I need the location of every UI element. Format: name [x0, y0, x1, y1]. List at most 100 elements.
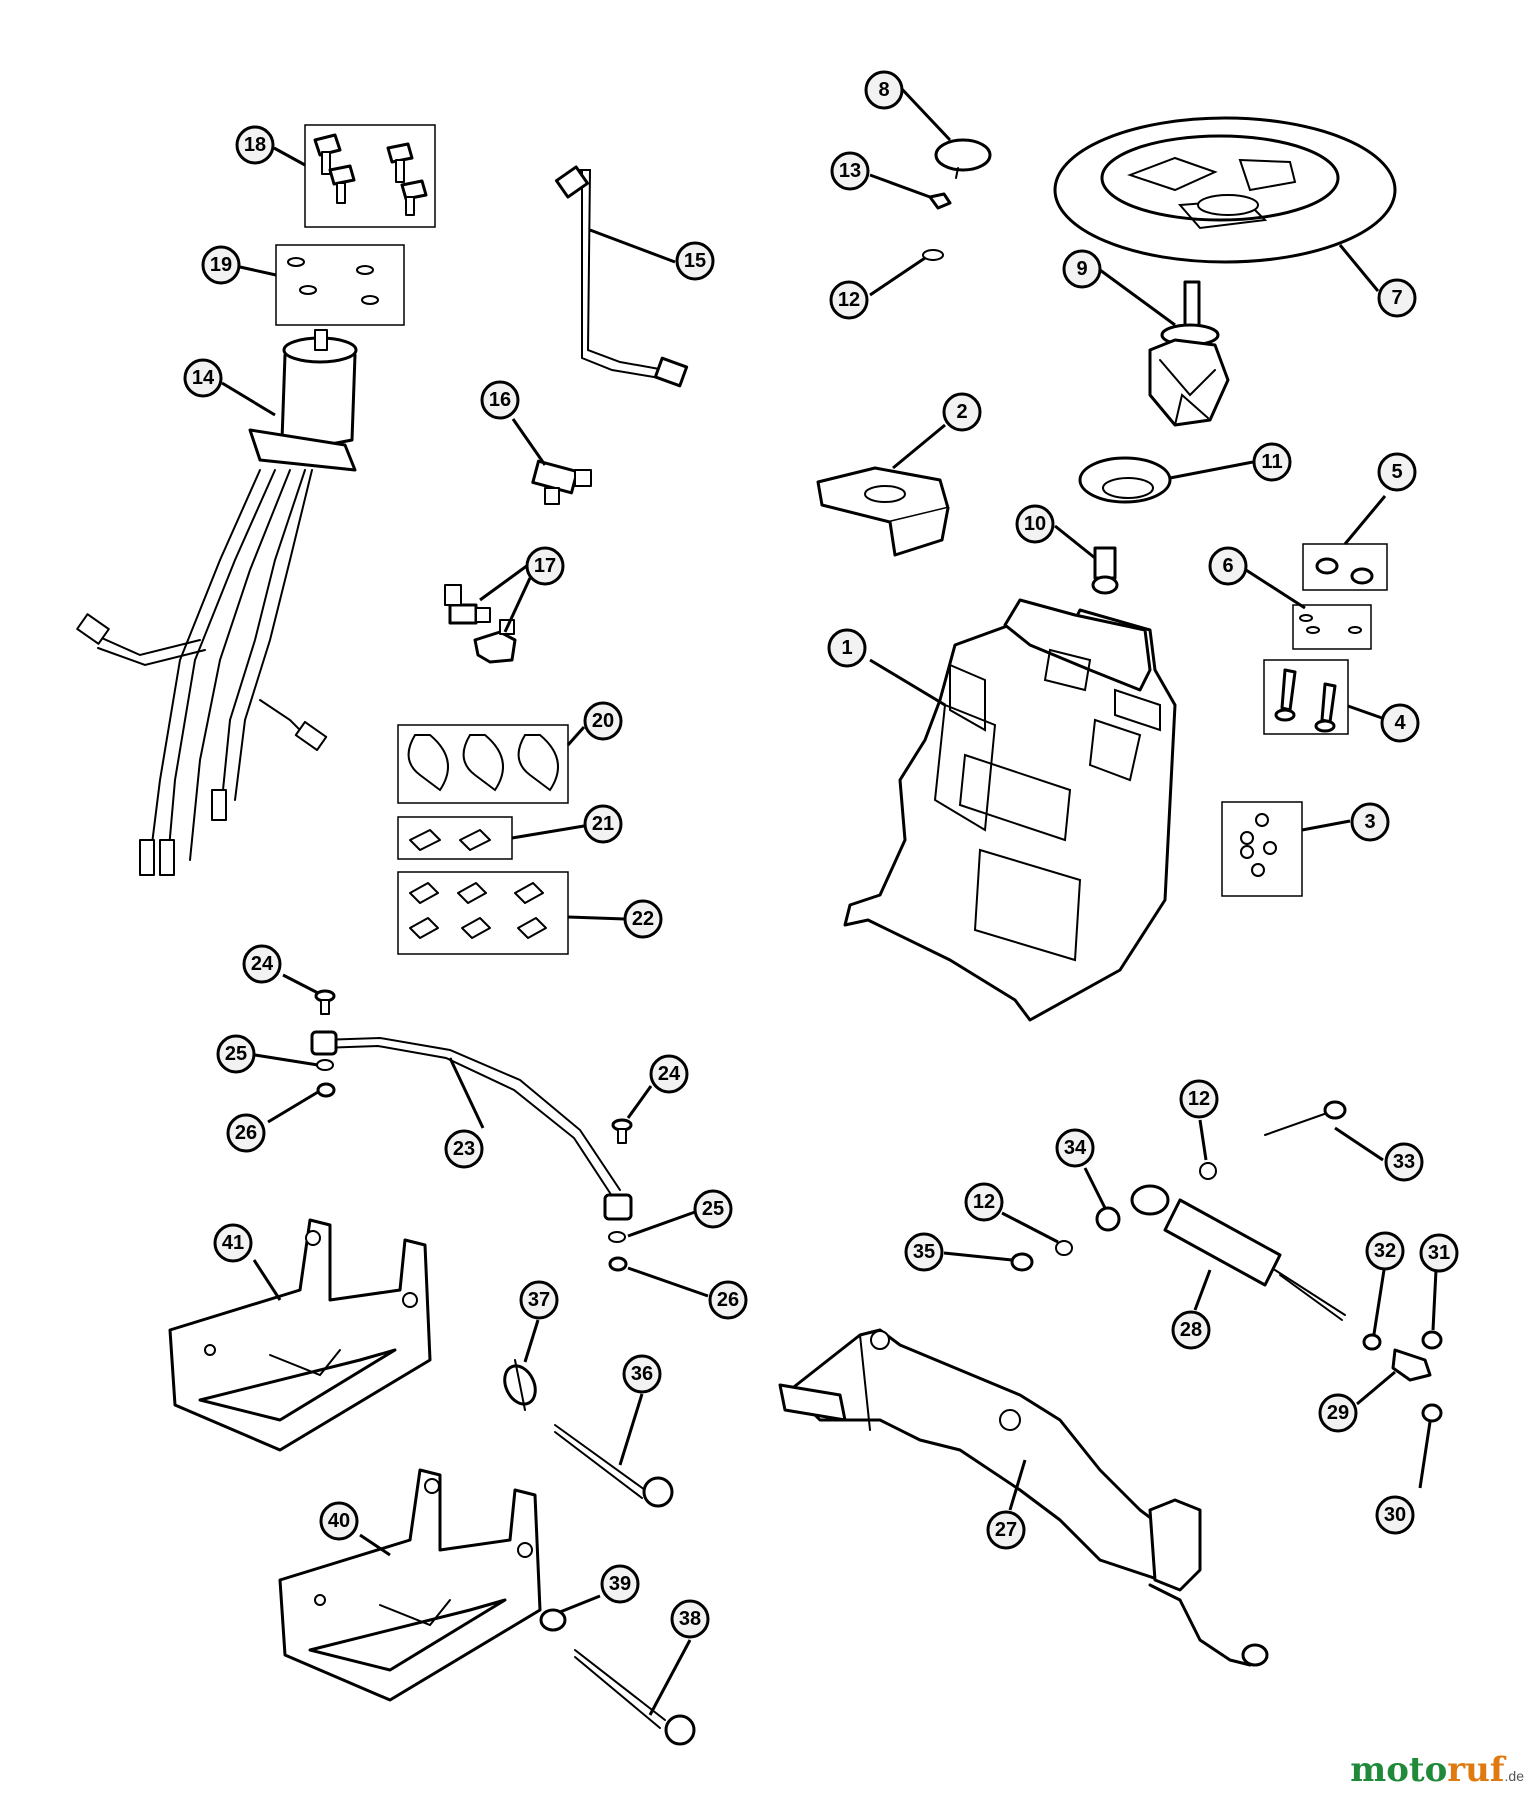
callout-16: 16: [480, 380, 520, 420]
svg-text:26: 26: [717, 1289, 739, 1311]
svg-text:13: 13: [839, 160, 861, 182]
svg-text:23: 23: [453, 1138, 475, 1160]
callout-30: 30: [1375, 1495, 1415, 1535]
part-steering-valve: [76, 329, 358, 876]
callout-24-bottom: 24: [649, 1054, 689, 1094]
callout-12-top: 12: [829, 280, 869, 320]
part-bolt-33: [1264, 1100, 1347, 1136]
leader-lines: [221, 85, 1438, 1716]
part-bolt-24a: [314, 989, 336, 1015]
svg-text:37: 37: [528, 1289, 550, 1311]
callout-5: 5: [1377, 452, 1417, 492]
svg-text:12: 12: [973, 1191, 995, 1213]
part-lynch-pin: [503, 1359, 537, 1411]
callout-23: 23: [444, 1129, 484, 1169]
callout-8: 8: [864, 70, 904, 110]
callout-32: 32: [1365, 1231, 1405, 1271]
callout-12-mid: 12: [964, 1182, 1004, 1222]
part-tube: [554, 165, 689, 388]
part-washers-19: [275, 244, 405, 326]
callout-35: 35: [904, 1232, 944, 1272]
callout-39: 39: [600, 1564, 640, 1604]
part-clips-21: [397, 816, 513, 860]
svg-text:7: 7: [1391, 287, 1402, 309]
callout-4: 4: [1380, 703, 1420, 743]
part-nut-31: [1421, 1330, 1443, 1350]
svg-text:18: 18: [244, 134, 266, 156]
part-bolt-24b: [611, 1118, 633, 1144]
svg-text:3: 3: [1364, 811, 1375, 833]
callout-12-right: 12: [1179, 1079, 1219, 1119]
callout-3: 3: [1350, 802, 1390, 842]
svg-text:36: 36: [631, 1363, 653, 1385]
svg-text:16: 16: [489, 389, 511, 411]
svg-text:39: 39: [609, 1573, 631, 1595]
part-washer-12b: [1199, 1162, 1217, 1180]
svg-text:14: 14: [192, 367, 215, 389]
part-nut-35: [1010, 1252, 1034, 1272]
part-front-axle: [778, 1328, 1269, 1667]
part-bolts-18: [304, 124, 436, 228]
callout-27: 27: [986, 1510, 1026, 1550]
svg-text:10: 10: [1024, 513, 1046, 535]
part-spacer-34: [1095, 1206, 1121, 1232]
callout-2: 2: [942, 392, 982, 432]
callout-21: 21: [583, 804, 623, 844]
svg-text:4: 4: [1394, 712, 1406, 734]
watermark-de: .de: [1504, 1768, 1524, 1784]
svg-text:28: 28: [1180, 1319, 1202, 1341]
svg-text:5: 5: [1391, 461, 1402, 483]
part-bushing: [1091, 546, 1119, 595]
part-fittings-elbow: [444, 584, 517, 664]
callout-29: 29: [1318, 1393, 1358, 1433]
part-dash-frame: [843, 598, 1177, 1022]
part-nut: [928, 192, 952, 210]
svg-text:11: 11: [1261, 451, 1282, 473]
part-axle-support-40: [278, 1468, 542, 1702]
watermark-ruf: ruf: [1447, 1750, 1505, 1790]
svg-text:20: 20: [592, 710, 614, 732]
svg-text:22: 22: [632, 908, 654, 930]
part-clips-22: [397, 871, 569, 955]
callout-20: 20: [583, 701, 623, 741]
svg-text:35: 35: [913, 1241, 935, 1263]
callout-9: 9: [1062, 249, 1102, 289]
part-bracket: [816, 466, 950, 557]
svg-text:38: 38: [679, 1608, 701, 1630]
part-bolts: [1263, 659, 1349, 735]
callout-26-top: 26: [226, 1113, 266, 1153]
part-nut-26a: [316, 1082, 336, 1098]
part-tie-rod: [310, 1030, 633, 1221]
callout-25-bottom: 25: [693, 1189, 733, 1229]
part-clamps: [397, 724, 569, 804]
callout-25-top: 25: [216, 1034, 256, 1074]
part-screws: [1221, 801, 1303, 897]
callout-19: 19: [201, 245, 241, 285]
part-washer-39: [539, 1608, 567, 1632]
part-washer-12c: [1055, 1240, 1073, 1256]
svg-text:32: 32: [1374, 1240, 1396, 1262]
part-pivot-pin-36: [554, 1424, 674, 1508]
callout-18: 18: [235, 125, 275, 165]
part-washer-25a: [316, 1059, 334, 1071]
svg-text:40: 40: [328, 1510, 350, 1532]
callout-40: 40: [319, 1501, 359, 1541]
callout-26-bottom: 26: [708, 1280, 748, 1320]
svg-text:24: 24: [658, 1063, 681, 1085]
svg-text:30: 30: [1384, 1504, 1406, 1526]
svg-text:41: 41: [222, 1232, 244, 1254]
svg-text:29: 29: [1327, 1402, 1349, 1424]
svg-text:31: 31: [1428, 1242, 1450, 1264]
callout-38: 38: [670, 1599, 710, 1639]
svg-text:24: 24: [251, 953, 274, 975]
svg-text:9: 9: [1076, 258, 1087, 280]
callout-28: 28: [1171, 1310, 1211, 1350]
svg-text:27: 27: [995, 1519, 1017, 1541]
part-washers: [1292, 604, 1372, 650]
svg-text:34: 34: [1064, 1137, 1087, 1159]
watermark-moto: moto: [1350, 1750, 1448, 1790]
part-cap: [934, 138, 992, 179]
callout-31: 31: [1419, 1233, 1459, 1273]
svg-text:19: 19: [210, 254, 232, 276]
